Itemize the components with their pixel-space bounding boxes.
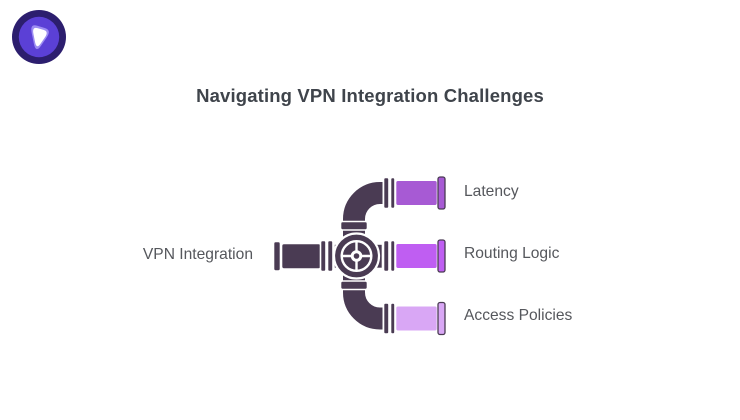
- riser-flange-top: [339, 220, 369, 231]
- pipe-cap-routing-logic: [437, 239, 446, 273]
- pipe-tube-access-policies: [394, 304, 439, 333]
- branch-label-access-policies: Access Policies: [464, 307, 573, 324]
- brand-logo-icon: [12, 10, 66, 64]
- pipe-branch-access-policies: [382, 301, 446, 336]
- pipe-cap-latency: [437, 176, 446, 210]
- pipe-branch-routing-logic: [382, 239, 446, 273]
- brand-logo: [12, 10, 66, 64]
- riser-flange-bottom: [339, 280, 369, 291]
- pipe-branch-latency: [382, 176, 446, 210]
- pipe-cap-access-policies: [437, 301, 446, 336]
- page-title: Navigating VPN Integration Challenges: [196, 85, 544, 106]
- pipe-tube-routing-logic: [394, 242, 439, 270]
- branch-label-routing-logic: Routing Logic: [464, 245, 560, 262]
- diagram-root-label: VPN Integration: [142, 246, 253, 263]
- branch-label-latency: Latency: [464, 183, 519, 200]
- pipe-valve-icon: [332, 232, 381, 280]
- pipe-tube-latency: [394, 179, 439, 207]
